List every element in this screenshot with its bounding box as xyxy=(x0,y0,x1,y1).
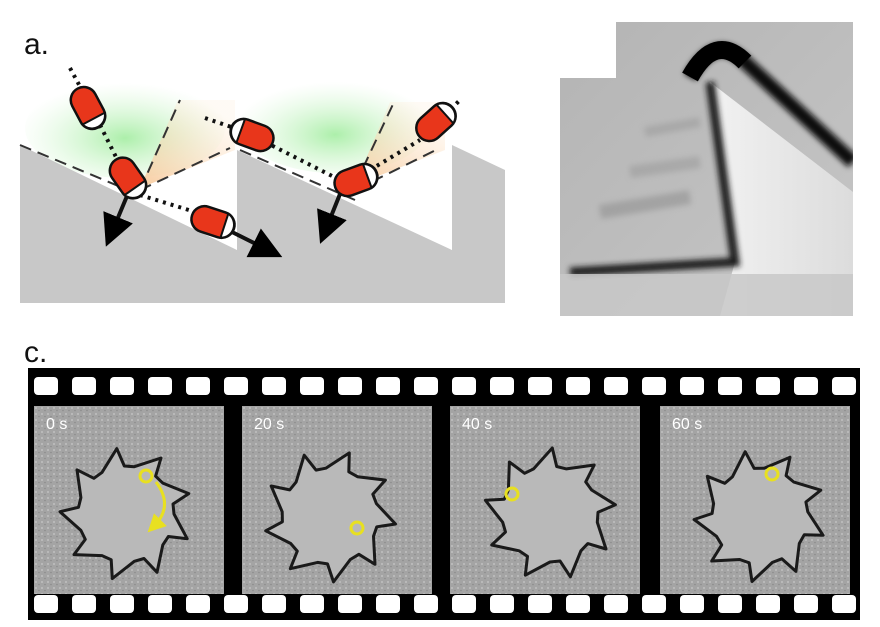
sprocket-hole xyxy=(414,595,438,613)
micrograph-wall xyxy=(560,22,853,316)
bacterium-6 xyxy=(415,101,457,143)
sprocket-hole xyxy=(604,377,628,395)
ratchet-tooth-right xyxy=(365,145,452,250)
sprocket-hole xyxy=(110,595,134,613)
sprocket-hole xyxy=(110,377,134,395)
orange-cone-left xyxy=(140,100,235,188)
sprocket-hole xyxy=(566,377,590,395)
sprocket-hole xyxy=(832,595,856,613)
sprocket-hole xyxy=(262,595,286,613)
sprocket-hole xyxy=(832,377,856,395)
sprocket-hole xyxy=(680,377,704,395)
sprocket-hole xyxy=(338,377,362,395)
sprocket-hole xyxy=(756,595,780,613)
frame-20s: 20 s xyxy=(242,406,432,594)
sprocket-hole xyxy=(452,595,476,613)
frame-40s: 40 s xyxy=(450,406,640,594)
sprocket-hole xyxy=(756,377,780,395)
force-arrows xyxy=(103,193,347,258)
sprocket-hole xyxy=(528,595,552,613)
microgear xyxy=(692,450,825,583)
sprocket-hole xyxy=(452,377,476,395)
sprocket-hole xyxy=(224,595,248,613)
frame-image xyxy=(34,406,224,594)
microgear xyxy=(483,446,617,579)
sprocket-hole xyxy=(718,595,742,613)
sprocket-hole xyxy=(148,377,172,395)
time-label: 60 s xyxy=(672,416,703,433)
sprocket-hole xyxy=(566,595,590,613)
bacterium-2 xyxy=(108,156,148,200)
tracking-marker xyxy=(349,520,365,536)
ratchet-wall xyxy=(20,145,505,303)
frame-0s: 0 s xyxy=(34,406,224,594)
sprocket-hole xyxy=(718,377,742,395)
bacterium-1 xyxy=(69,85,107,131)
sprocket-hole xyxy=(604,595,628,613)
bacterium-4 xyxy=(229,117,275,153)
tracking-marker xyxy=(138,468,154,484)
dashed-guides xyxy=(19,99,441,201)
sprocket-hole xyxy=(224,377,248,395)
sprocket-hole xyxy=(34,377,58,395)
sprocket-hole xyxy=(680,595,704,613)
frame-image xyxy=(450,406,640,594)
frame-image xyxy=(660,406,850,594)
sprocket-hole xyxy=(376,595,400,613)
sprocket-hole xyxy=(186,377,210,395)
sprocket-hole xyxy=(642,377,666,395)
sprocket-hole xyxy=(794,377,818,395)
bacterium-5 xyxy=(333,162,379,198)
sprocket-hole xyxy=(528,377,552,395)
sprocket-hole xyxy=(376,377,400,395)
sprocket-hole xyxy=(794,595,818,613)
time-label: 0 s xyxy=(46,416,68,433)
sprocket-hole xyxy=(490,377,514,395)
sprocket-hole xyxy=(186,595,210,613)
microgear xyxy=(58,447,191,581)
sprocket-hole xyxy=(262,377,286,395)
sprocket-hole xyxy=(414,377,438,395)
frame-60s: 60 s xyxy=(660,406,850,594)
sprocket-hole xyxy=(490,595,514,613)
microgear xyxy=(264,451,397,584)
panel-a-label: a. xyxy=(24,28,50,61)
sprocket-hole xyxy=(72,595,96,613)
sprocket-hole xyxy=(642,595,666,613)
sprocket-hole xyxy=(72,377,96,395)
time-label: 40 s xyxy=(462,416,493,433)
sprocket-hole xyxy=(148,595,172,613)
sprocket-hole xyxy=(300,595,324,613)
filmstrip: 0 s 20 s 40 s 60 s xyxy=(28,368,860,620)
bacterium-3 xyxy=(190,204,236,240)
rotation-arrow xyxy=(147,481,167,533)
sprocket-hole xyxy=(300,377,324,395)
tracking-marker xyxy=(764,466,780,482)
tracking-marker xyxy=(504,486,520,502)
frame-image xyxy=(242,406,432,594)
ratchet-schematic xyxy=(19,67,505,303)
panel-c-label: c. xyxy=(24,336,48,369)
time-label: 20 s xyxy=(254,416,285,433)
sprocket-hole xyxy=(34,595,58,613)
sprocket-hole xyxy=(338,595,362,613)
